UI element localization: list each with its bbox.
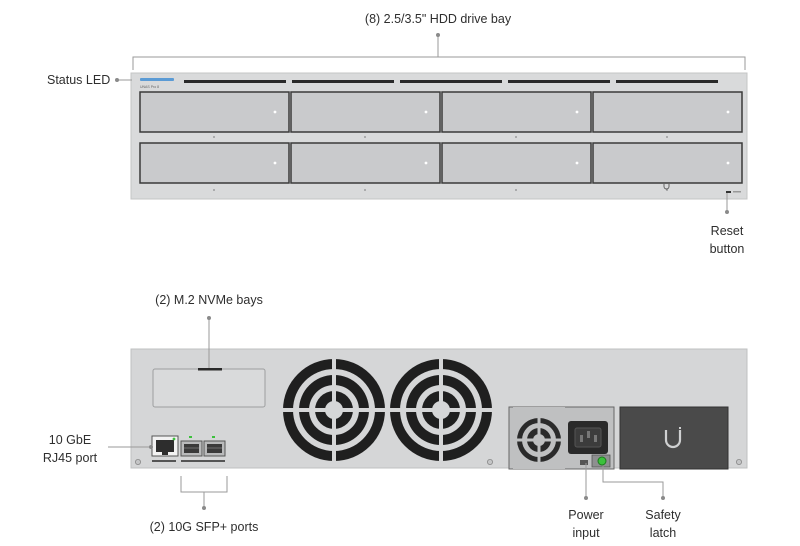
reset-label-line2: button bbox=[709, 242, 745, 256]
fan-left bbox=[281, 357, 387, 463]
drive-bay[interactable] bbox=[139, 142, 290, 184]
drive-bay-callout-dot bbox=[436, 33, 440, 37]
latch-handle bbox=[580, 460, 588, 465]
blank-psu-slot bbox=[619, 406, 729, 470]
bay-divider-dots bbox=[213, 136, 668, 191]
port-leds bbox=[189, 436, 215, 438]
latch-callout-dot bbox=[661, 496, 665, 500]
drive-bay[interactable] bbox=[592, 91, 743, 133]
front-logo-icon bbox=[663, 184, 670, 190]
drive-bay[interactable] bbox=[441, 91, 592, 133]
power-label-line2: input bbox=[572, 526, 600, 540]
front-vent-slots bbox=[184, 80, 718, 83]
sfp-callout-dot bbox=[202, 506, 206, 510]
drive-bay[interactable] bbox=[290, 142, 441, 184]
screw-icons bbox=[134, 458, 743, 465]
status-led bbox=[140, 78, 174, 81]
nvme-callout-dot bbox=[207, 316, 211, 320]
latch-label-line2: latch bbox=[649, 526, 677, 540]
sfp-underline bbox=[181, 460, 225, 462]
fan-right bbox=[388, 357, 494, 463]
rj45-underline bbox=[152, 460, 176, 462]
model-text: UNAS Pro 8 bbox=[140, 85, 160, 89]
nvme-cover-notch bbox=[198, 368, 222, 371]
sfp-label: (2) 10G SFP+ ports bbox=[149, 520, 259, 534]
reset-button[interactable] bbox=[726, 191, 731, 193]
status-led-label: Status LED bbox=[47, 73, 111, 87]
drive-bay[interactable] bbox=[139, 91, 290, 133]
nvme-bay-cover[interactable] bbox=[152, 368, 266, 408]
drive-bay-bracket bbox=[132, 35, 746, 70]
drive-bay-label: (8) 2.5/3.5" HDD drive bay bbox=[364, 12, 512, 26]
rj45-port[interactable] bbox=[151, 435, 179, 457]
drive-bay[interactable] bbox=[441, 142, 592, 184]
power-input-socket[interactable] bbox=[568, 421, 608, 454]
nvme-label: (2) M.2 NVMe bays bbox=[155, 293, 263, 307]
power-label-line1: Power bbox=[568, 508, 604, 522]
drive-bays bbox=[139, 91, 743, 184]
reset-callout-dot bbox=[725, 210, 729, 214]
power-callout-dot bbox=[584, 496, 588, 500]
reset-label-line1: Reset bbox=[710, 224, 744, 238]
drive-bay[interactable] bbox=[290, 91, 441, 133]
drive-bay[interactable] bbox=[592, 142, 743, 184]
rj45-led bbox=[172, 437, 176, 441]
sfp-bracket bbox=[180, 476, 228, 508]
safety-latch[interactable] bbox=[591, 454, 611, 468]
rj45-callout-dot bbox=[149, 445, 153, 449]
reset-text-mark bbox=[733, 191, 741, 193]
sfp-port[interactable] bbox=[180, 440, 203, 457]
status-led-callout-dot bbox=[115, 78, 119, 82]
rj45-label-line1: 10 GbE bbox=[48, 433, 92, 447]
latch-label-line1: Safety bbox=[645, 508, 681, 522]
rj45-label-line2: RJ45 port bbox=[42, 451, 98, 465]
sfp-port[interactable] bbox=[203, 440, 226, 457]
ubiquiti-logo-icon bbox=[664, 427, 682, 449]
latch-callout-line bbox=[602, 466, 664, 498]
